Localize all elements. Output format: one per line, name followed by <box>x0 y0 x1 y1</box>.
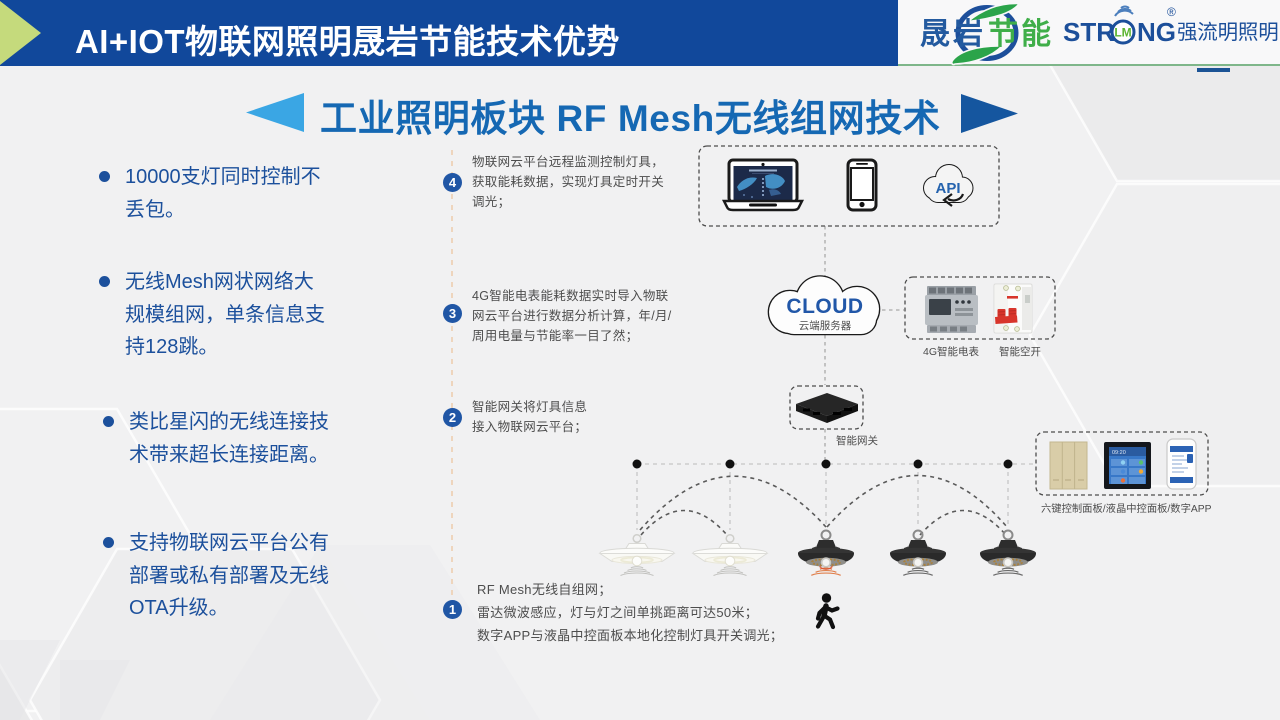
svg-text:云端服务器: 云端服务器 <box>799 319 852 332</box>
svg-text:09:20: 09:20 <box>1112 450 1126 456</box>
svg-text:六键控制面板/液晶中控面板/数字APP: 六键控制面板/液晶中控面板/数字APP <box>1041 502 1212 515</box>
svg-text:晟岩: 晟岩 <box>920 18 986 51</box>
svg-text:LM: LM <box>1114 26 1131 40</box>
svg-text:智能空开: 智能空开 <box>999 345 1041 358</box>
svg-text:NG: NG <box>1137 17 1176 47</box>
svg-text:智能网关: 智能网关 <box>836 434 878 447</box>
svg-text:API: API <box>935 180 960 197</box>
svg-text:®: ® <box>1167 5 1176 19</box>
svg-text:4G智能电表: 4G智能电表 <box>923 345 980 358</box>
svg-text:节能: 节能 <box>988 18 1054 51</box>
svg-text:CLOUD: CLOUD <box>786 295 863 318</box>
svg-text:强流明照明: 强流明照明 <box>1177 21 1279 44</box>
svg-text:STR: STR <box>1063 17 1115 47</box>
